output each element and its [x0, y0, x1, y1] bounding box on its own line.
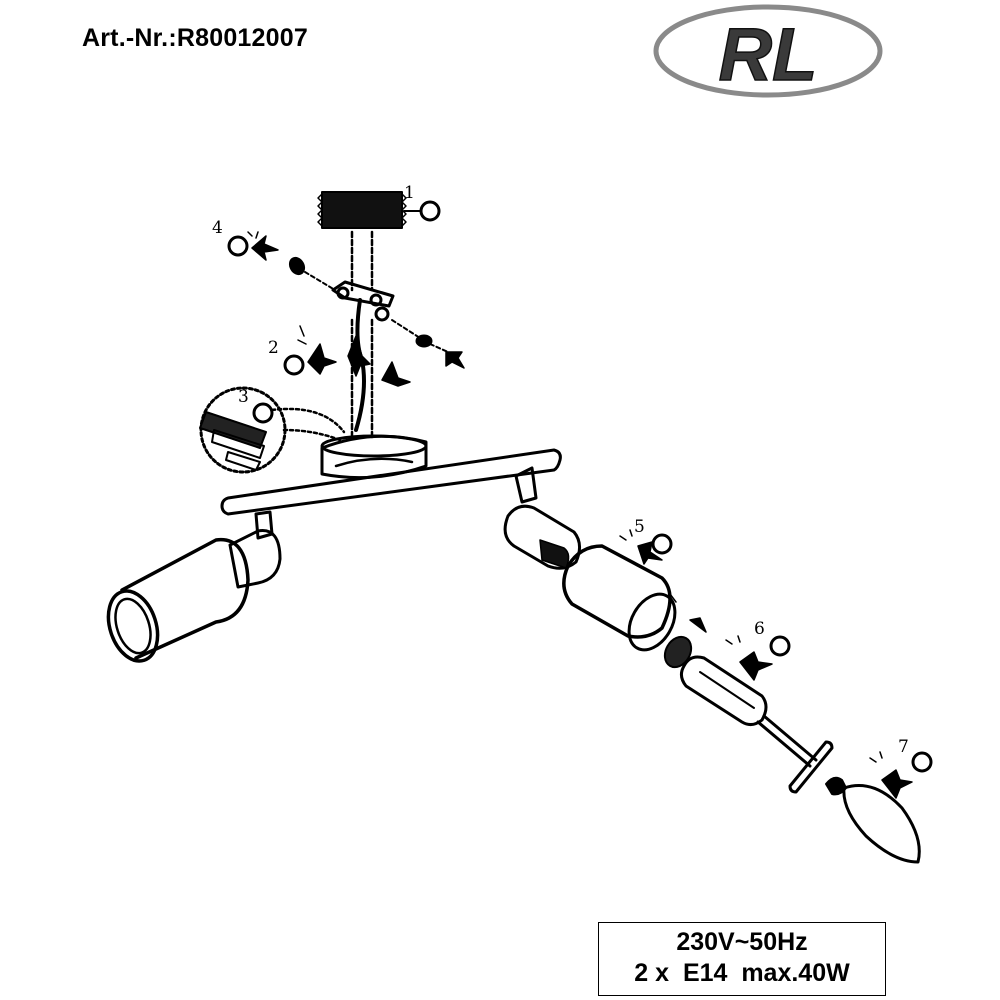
callout-circle-7 — [911, 751, 933, 773]
callout-circle-3 — [252, 402, 274, 424]
article-number: Art.-Nr.:R80012007 — [82, 24, 308, 52]
right-spotlight — [503, 466, 677, 652]
callout-label-3: 3 — [238, 387, 249, 407]
callout-label-5: 5 — [634, 517, 645, 537]
callout-circle-5 — [651, 533, 673, 555]
terminal-block — [317, 191, 407, 229]
logo-ring — [653, 4, 883, 98]
callout-label-6: 6 — [754, 619, 765, 639]
lamp-holder — [679, 655, 834, 794]
callout-label-2: 2 — [268, 338, 279, 358]
canopy — [320, 434, 428, 480]
left-spotlight — [106, 510, 282, 663]
spec-lamp: 2 x E14 max.40W — [634, 959, 850, 987]
e14-bulb — [825, 776, 921, 864]
callout-circle-4 — [227, 235, 249, 257]
callout-circle-1 — [419, 200, 441, 222]
callout-label-7: 7 — [898, 737, 909, 757]
main-bar — [220, 448, 562, 516]
spec-box: 230V~50Hz 2 x E14 max.40W — [598, 922, 886, 996]
rl-logo: RL — [653, 4, 883, 98]
callout-label-1: 1 — [404, 183, 415, 203]
callout-label-4: 4 — [212, 218, 223, 238]
screw-icon — [251, 235, 279, 261]
spec-voltage: 230V~50Hz — [676, 928, 808, 956]
callout-circle-2 — [283, 354, 305, 376]
logo-text: RL — [719, 13, 818, 96]
callout-circle-6 — [769, 635, 791, 657]
cable-clip — [199, 411, 267, 471]
